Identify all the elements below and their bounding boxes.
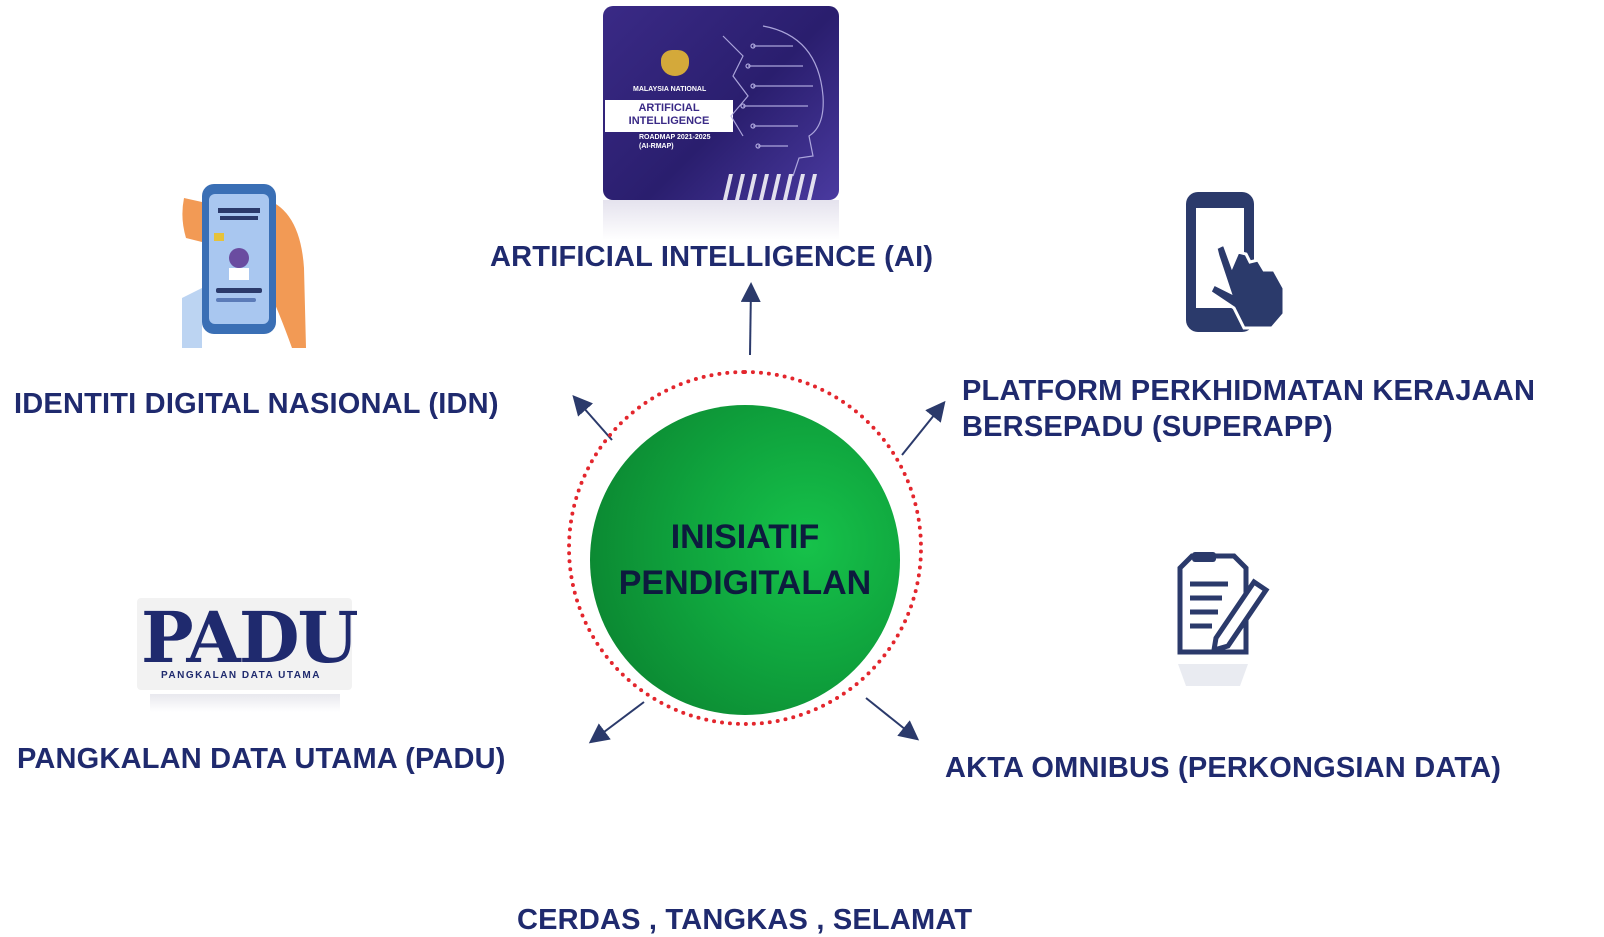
arrow-to-omnibus [865,697,920,741]
superapp-touch-phone-icon [1186,192,1286,332]
label-padu: PANGKALAN DATA UTAMA (PADU) [17,743,506,775]
tagline: CERDAS , TANGKAS , SELAMAT [517,904,973,936]
label-omnibus: AKTA OMNIBUS (PERKONGSIAN DATA) [945,752,1502,784]
center-label-line2: PENDIGITALAN [618,564,872,602]
label-idn: IDENTITI DIGITAL NASIONAL (IDN) [14,388,499,420]
ai-cover-banner: ARTIFICIAL INTELLIGENCE [605,100,733,132]
dotted-ring [567,370,923,726]
digital-id-phone-icon [182,184,306,348]
arrow-to-superapp [901,400,946,456]
label-ai: ARTIFICIAL INTELLIGENCE (AI) [490,241,934,273]
center-label-line1: INISIATIF [670,518,820,556]
padu-logo-subtitle: PANGKALAN DATA UTAMA [161,670,321,681]
padu-logo-reflection [150,694,340,712]
arrow-to-idn [572,394,613,441]
ai-cover-line4: ROADMAP 2021-2025 [639,134,711,141]
center-circle: INISIATIF PENDIGITALAN [590,405,900,715]
ai-cover-reflection [603,200,839,240]
arrow-to-padu [588,701,645,744]
arrow-to-ai [740,282,761,356]
ai-head-graphic [722,25,824,200]
coat-of-arms-icon [661,50,689,76]
label-superapp-line1: PLATFORM PERKHIDMATAN KERAJAAN [962,375,1536,407]
ai-cover-line5: (AI-RMAP) [639,143,674,150]
padu-logo: PADU PANGKALAN DATA UTAMA [137,598,359,690]
ai-cover-line1: MALAYSIA NATIONAL [633,86,707,93]
document-edit-icon [1177,552,1270,686]
padu-logo-word: PADU [141,596,359,679]
label-superapp-line2: BERSEPADU (SUPERAPP) [962,411,1333,443]
ai-roadmap-cover: MALAYSIA NATIONAL ARTIFICIAL INTELLIGENC… [603,6,839,200]
